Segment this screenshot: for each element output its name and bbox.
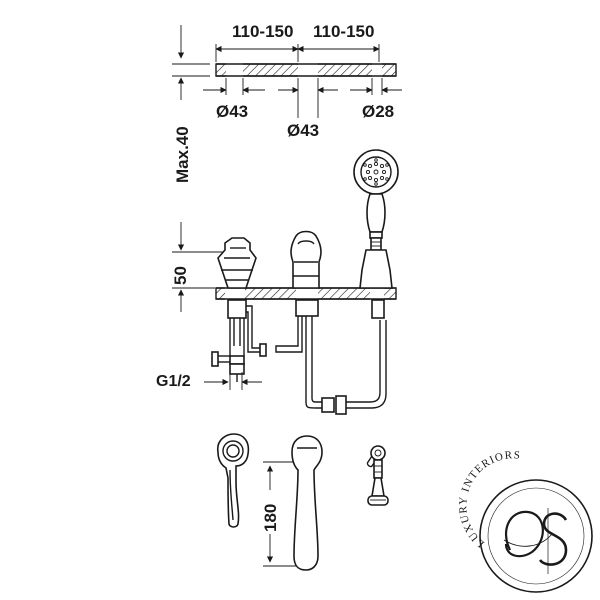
lever-handle-plan [216, 433, 250, 528]
top-view: 110-150 110-150 [203, 22, 402, 140]
hole-dimension-lines [203, 78, 402, 118]
spacing-right-label: 110-150 [313, 22, 374, 41]
max-thickness-label: Max.40 [173, 126, 192, 183]
shower-plan [366, 445, 389, 506]
spout-plan [291, 435, 323, 571]
front-view: 50 [156, 149, 399, 415]
center-spout [290, 230, 322, 289]
spacing-dimension-lines [215, 44, 380, 62]
left-valve-handle [217, 237, 257, 289]
front-deck [215, 287, 397, 300]
spacing-left-label: 110-150 [232, 22, 293, 41]
plan-view: 180 [216, 433, 389, 571]
dia-left-label: Ø43 [216, 102, 248, 121]
shower-nozzles [363, 158, 389, 186]
hand-shower [353, 149, 399, 289]
dia-center-label: Ø43 [287, 121, 319, 140]
max-thickness-dimension: Max.40 [172, 25, 210, 183]
dia-right-label: Ø28 [362, 102, 394, 121]
thread-label: G1/2 [156, 373, 191, 390]
deck-plate-hatched [215, 63, 397, 77]
length-label: 180 [261, 504, 280, 532]
height-label: 50 [171, 266, 190, 285]
luxury-interiors-logo: LUXURY INTERIORS [457, 449, 593, 593]
thread-dimension: G1/2 [156, 372, 262, 390]
under-deck-pipes [211, 299, 387, 415]
height-dimension: 50 [171, 222, 228, 312]
length-dimension: 180 [261, 461, 306, 567]
